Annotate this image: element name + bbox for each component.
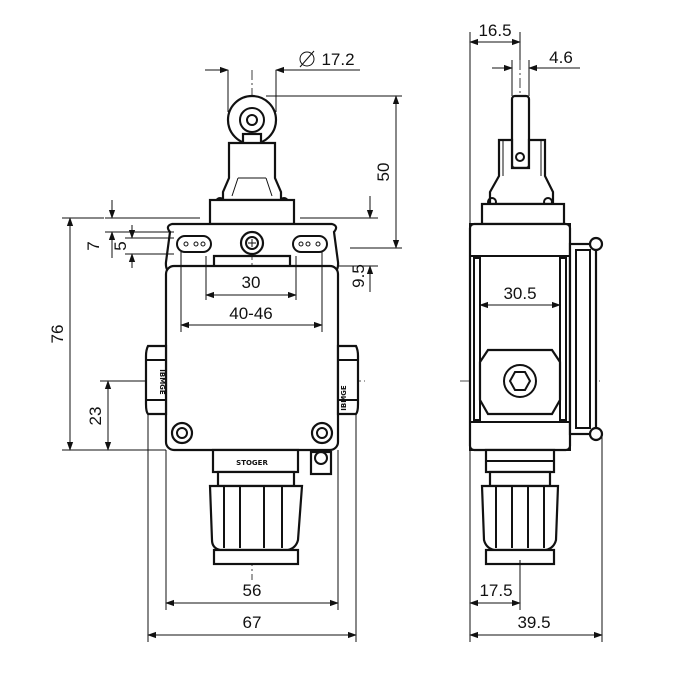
dimension-roller-diameter: 17.2 bbox=[205, 50, 360, 112]
bottom-cable-gland: STOGER bbox=[208, 448, 333, 566]
left-side-gland: IBMGE bbox=[144, 344, 168, 416]
dim-7-label: 7 bbox=[84, 241, 103, 250]
dimension-76: 76 bbox=[48, 217, 166, 451]
dimension-56: 56 bbox=[165, 450, 339, 610]
dim-39-5-label: 39.5 bbox=[517, 613, 550, 632]
dimension-23: 23 bbox=[86, 380, 146, 451]
dim-5-label: 5 bbox=[111, 241, 130, 250]
dimension-30-5: 30.5 bbox=[479, 258, 561, 312]
side-body bbox=[468, 222, 604, 452]
height-50-label: 50 bbox=[374, 163, 393, 182]
dim-23-label: 23 bbox=[86, 407, 105, 426]
left-gland-label: IBMGE bbox=[158, 369, 166, 395]
dimension-17-5: 17.5 bbox=[469, 450, 521, 642]
dim-9-5-label: 9.5 bbox=[349, 264, 368, 288]
dimension-9-5: 9.5 bbox=[300, 196, 378, 292]
side-bottom-gland bbox=[480, 448, 560, 566]
dim-76-label: 76 bbox=[48, 325, 67, 344]
roller-diameter-label: 17.2 bbox=[321, 50, 354, 69]
dim-30-5-label: 30.5 bbox=[503, 284, 536, 303]
dimension-40-46: 40-46 bbox=[180, 252, 323, 332]
diameter-icon bbox=[299, 51, 315, 67]
front-view: IBMGE IBMGE STOGER bbox=[48, 50, 402, 642]
dim-67-label: 67 bbox=[243, 613, 262, 632]
dim-40-46-label: 40-46 bbox=[229, 304, 272, 323]
side-lever bbox=[480, 94, 566, 226]
dim-4-6-label: 4.6 bbox=[549, 48, 573, 67]
right-side-gland: IBMGE bbox=[336, 344, 360, 416]
plunger-neck bbox=[208, 141, 296, 226]
dim-30-label: 30 bbox=[242, 273, 261, 292]
side-view: 16.5 4.6 30.5 17.5 39.5 bbox=[460, 21, 604, 642]
dimension-39-5: 39.5 bbox=[469, 434, 603, 642]
right-gland-label: IBMGE bbox=[340, 385, 348, 411]
dimension-height-50: 50 bbox=[266, 95, 402, 249]
dimension-7-5: 7 5 bbox=[84, 200, 200, 268]
dimension-4-6: 4.6 bbox=[492, 48, 580, 96]
dim-56-label: 56 bbox=[243, 581, 262, 600]
dimension-30: 30 bbox=[205, 256, 297, 300]
dim-17-5-label: 17.5 bbox=[479, 581, 512, 600]
roller bbox=[226, 94, 278, 146]
dim-16-5-label: 16.5 bbox=[478, 21, 511, 40]
front-stamp-label: STOGER bbox=[236, 459, 268, 467]
dimension-16-5: 16.5 bbox=[469, 21, 521, 224]
dimension-67: 67 bbox=[147, 414, 357, 642]
switch-body bbox=[164, 264, 340, 452]
